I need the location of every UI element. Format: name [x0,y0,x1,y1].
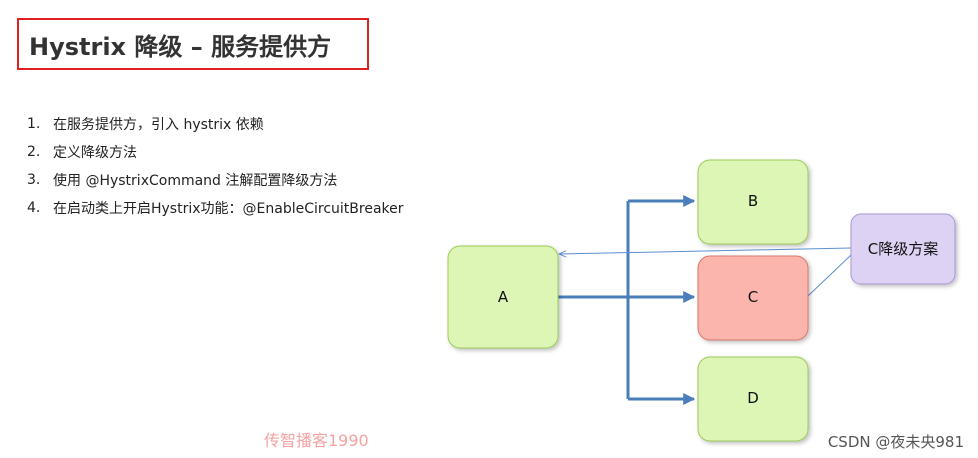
credit-text: CSDN @夜未央981 [827,433,964,451]
node-fallback: C降级方案 [850,213,956,285]
title-box: Hystrix 降级 – 服务提供方 [17,18,369,70]
arrow-fallback-to-a [559,247,852,254]
steps-list: 1. 在服务提供方，引入 hystrix 依赖 2. 定义降级方法 3. 使用 … [27,110,404,222]
list-item: 4. 在启动类上开启Hystrix功能：@EnableCircuitBreake… [27,194,404,222]
node-d: D [697,356,809,442]
step-text: 在启动类上开启Hystrix功能：@EnableCircuitBreaker [53,201,404,217]
list-item: 2. 定义降级方法 [27,138,404,166]
list-item: 1. 在服务提供方，引入 hystrix 依赖 [27,110,404,138]
node-c-label: C [748,288,758,306]
step-text: 定义降级方法 [53,145,137,161]
connector-c-to-fallback [807,254,852,297]
node-d-box [697,356,809,442]
step-number: 4. [27,200,41,216]
node-fallback-box [850,213,956,285]
step-number: 2. [27,144,41,160]
watermark-text: 传智播客1990 [264,431,369,450]
node-d-label: D [747,389,759,407]
step-number: 3. [27,172,41,188]
node-c-box [697,255,809,341]
step-text: 使用 @HystrixCommand 注解配置降级方法 [53,173,338,189]
step-number: 1. [27,116,41,132]
list-item: 3. 使用 @HystrixCommand 注解配置降级方法 [27,166,404,194]
node-a-label: A [498,288,509,306]
node-b-label: B [748,192,758,210]
node-c: C [697,255,809,341]
page-title: Hystrix 降级 – 服务提供方 [29,32,332,61]
node-fallback-label: C降级方案 [868,240,938,258]
step-text: 在服务提供方，引入 hystrix 依赖 [53,117,264,133]
node-a-box [447,245,559,349]
node-b: B [697,159,809,245]
node-a: A [447,245,559,349]
node-b-box [697,159,809,245]
